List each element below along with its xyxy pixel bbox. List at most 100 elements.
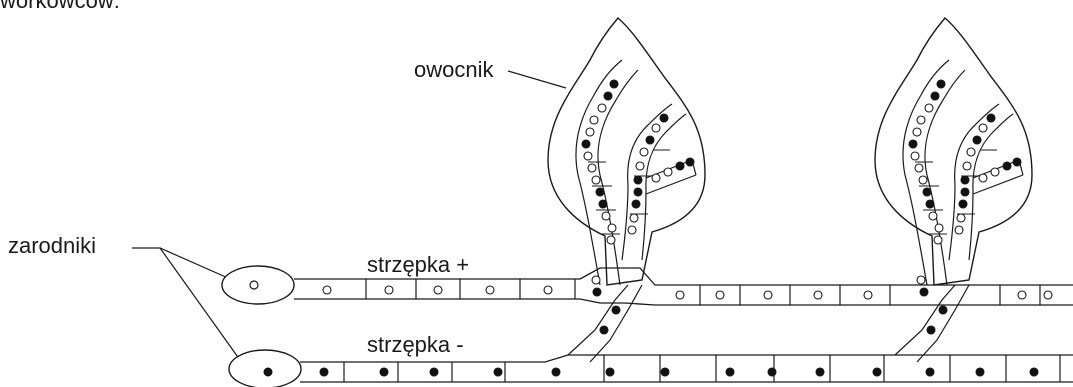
nucleus-plus <box>925 104 933 112</box>
nucleus-minus <box>920 288 928 296</box>
nucleus-plus <box>588 164 596 172</box>
nucleus-minus <box>923 188 931 196</box>
nucleus-plus <box>917 276 925 284</box>
nucleus-minus <box>430 368 438 376</box>
nucleus-plus <box>592 176 600 184</box>
nucleus-minus <box>494 368 502 376</box>
nucleus-minus <box>582 140 590 148</box>
nucleus-minus <box>1030 368 1038 376</box>
nucleus-plus <box>919 176 927 184</box>
nucleus-plus <box>586 128 594 136</box>
nucleus-minus <box>593 288 601 296</box>
nucleus-plus <box>864 291 872 299</box>
nucleus-minus <box>873 368 881 376</box>
nucleus-plus <box>434 286 442 294</box>
nucleus-plus <box>652 124 660 132</box>
nucleus-minus <box>959 200 967 208</box>
nucleus-minus <box>612 306 620 314</box>
nucleus-plus <box>935 224 943 232</box>
header-fragment: workowców: <box>0 0 120 12</box>
nucleus-minus <box>931 92 939 100</box>
nucleus-plus <box>911 152 919 160</box>
label-strzepka-plus: strzępka + <box>367 254 469 276</box>
nucleus-plus <box>602 212 610 220</box>
nucleus-minus <box>646 136 654 144</box>
nucleus-plus <box>957 214 965 222</box>
nucleus-plus <box>486 286 494 294</box>
nucleus-minus <box>634 188 642 196</box>
nucleus-minus <box>632 200 640 208</box>
nucleus-minus <box>909 140 917 148</box>
nucleus-plus <box>915 164 923 172</box>
nucleus-plus <box>1018 291 1026 299</box>
nucleus-minus <box>987 114 995 122</box>
nucleus-minus <box>816 368 824 376</box>
nucleus-plus <box>955 226 963 234</box>
nucleus-plus <box>544 286 552 294</box>
nucleus-minus <box>380 368 388 376</box>
nucleus-plus <box>913 128 921 136</box>
nucleus-minus <box>676 162 684 170</box>
nucleus-plus <box>764 291 772 299</box>
nucleus-plus <box>323 286 331 294</box>
nucleus-minus <box>926 368 934 376</box>
spore-minus <box>229 350 301 387</box>
nucleus-minus <box>937 80 945 88</box>
nucleus-minus <box>927 326 935 334</box>
nucleus-plus <box>592 276 600 284</box>
nucleus-minus <box>320 368 328 376</box>
nucleus-minus <box>606 368 614 376</box>
fruiting-body-2 <box>875 18 1032 285</box>
nucleus-plus <box>628 226 636 234</box>
nucleus-plus <box>979 124 987 132</box>
spore-minus-nucleus <box>264 368 272 376</box>
zarodniki-pointer-lower <box>160 248 240 360</box>
zarodniki-pointer-upper <box>132 248 228 278</box>
nucleus-minus <box>610 80 618 88</box>
spore-plus-nucleus <box>250 281 258 289</box>
nucleus-plus <box>917 116 925 124</box>
nucleus-plus <box>590 116 598 124</box>
nucleus-minus <box>552 368 560 376</box>
nucleus-minus <box>926 200 934 208</box>
nucleus-minus <box>596 188 604 196</box>
nucleus-plus <box>979 174 987 182</box>
nucleus-plus <box>967 148 975 156</box>
nucleus-minus <box>961 188 969 196</box>
nucleus-plus <box>640 148 648 156</box>
nucleus-minus <box>961 176 969 184</box>
nucleus-minus <box>976 368 984 376</box>
nucleus-plus <box>934 236 942 244</box>
nucleus-plus <box>929 212 937 220</box>
label-owocnik: owocnik <box>414 59 493 81</box>
nucleus-plus <box>991 168 999 176</box>
nucleus-plus <box>608 224 616 232</box>
label-strzepka-minus: strzępka - <box>367 334 464 356</box>
nucleus-minus <box>600 326 608 334</box>
nucleus-minus <box>973 136 981 144</box>
nucleus-plus <box>598 104 606 112</box>
nucleus-plus <box>584 152 592 160</box>
nucleus-minus <box>686 158 694 166</box>
nucleus-minus <box>599 200 607 208</box>
nucleus-plus <box>652 174 660 182</box>
nucleus-minus <box>1013 158 1021 166</box>
nucleus-minus <box>604 92 612 100</box>
nucleus-plus <box>385 286 393 294</box>
label-zarodniki: zarodniki <box>8 235 96 257</box>
nucleus-minus <box>634 176 642 184</box>
nucleus-plus <box>716 291 724 299</box>
nucleus-minus <box>768 368 776 376</box>
nucleus-plus <box>1044 291 1052 299</box>
nucleus-plus <box>636 162 644 170</box>
nucleus-plus <box>814 291 822 299</box>
nucleus-plus <box>607 236 615 244</box>
nucleus-minus <box>1003 162 1011 170</box>
nucleus-minus <box>939 306 947 314</box>
nucleus-minus <box>661 368 669 376</box>
nucleus-plus <box>963 162 971 170</box>
nucleus-plus <box>676 291 684 299</box>
nucleus-minus <box>660 114 668 122</box>
